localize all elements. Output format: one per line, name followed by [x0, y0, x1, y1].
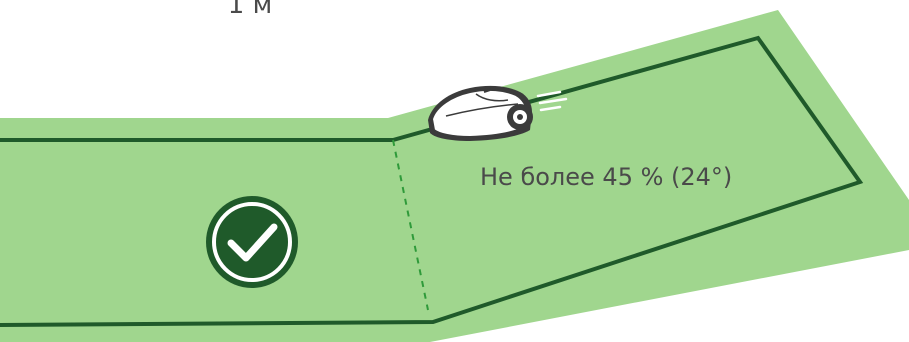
distance-label: 1 м — [220, 0, 280, 20]
slope-label: Не более 45 % (24°) — [480, 163, 732, 191]
check-circle-icon — [206, 196, 298, 288]
